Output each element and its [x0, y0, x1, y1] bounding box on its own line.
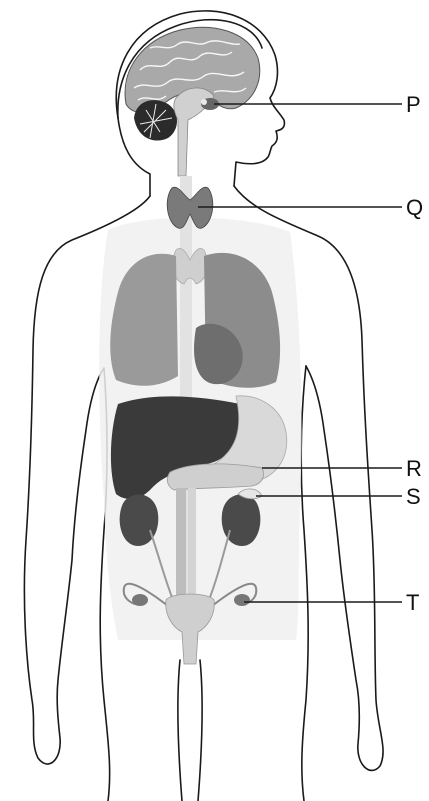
label-r: R — [406, 456, 422, 481]
left-leg-inner — [178, 660, 182, 801]
right-torso-side — [301, 366, 308, 801]
label-t: T — [406, 590, 419, 615]
left-ovary — [132, 594, 148, 606]
label-s: S — [406, 484, 421, 509]
right-leg-inner — [198, 660, 202, 801]
aorta — [176, 488, 186, 608]
label-p: P — [406, 92, 421, 117]
right-ovary — [234, 594, 250, 606]
pancreas — [167, 464, 263, 490]
brain — [125, 27, 260, 176]
vena-cava — [188, 488, 196, 608]
pineal-region — [201, 99, 207, 105]
label-q: Q — [406, 195, 423, 220]
